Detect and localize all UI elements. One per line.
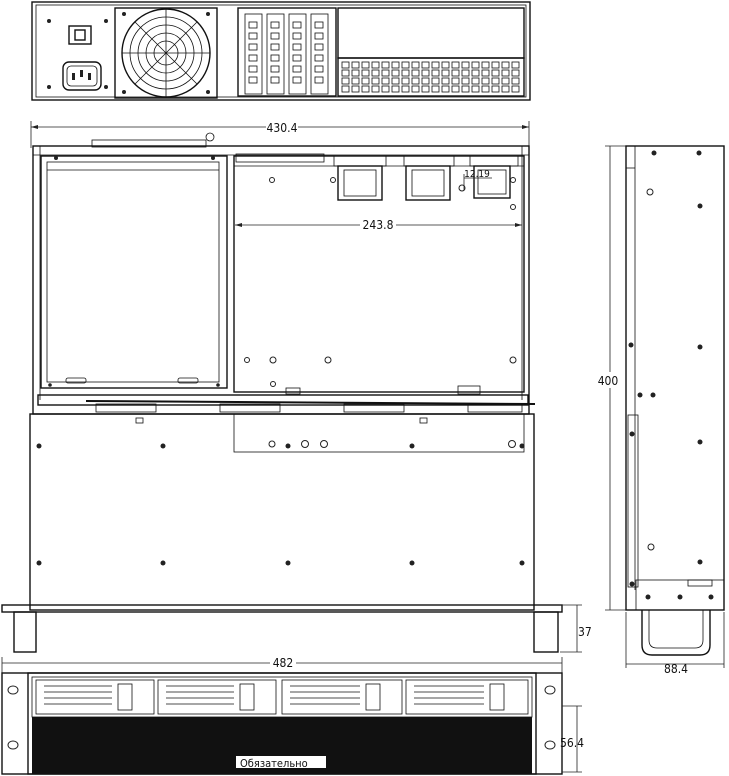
dim-board-width: 243.8 (363, 218, 394, 232)
io-panel (337, 7, 525, 97)
front-view: 482 Обязательно (1, 656, 584, 775)
dim-side-width: 88.4 (664, 662, 688, 676)
expansion-slots (237, 7, 337, 97)
front-panel-label: Обязательно (240, 757, 308, 770)
side-view: 400 88.4 (595, 145, 725, 676)
dim-front-height: 56.4 (560, 736, 584, 750)
rear-view (31, 1, 531, 101)
dim-rack-width: 482 (273, 656, 294, 670)
top-view: 430.4 (1, 121, 592, 653)
dim-handle-height: 37 (578, 625, 592, 639)
power-switch-icon (68, 25, 92, 45)
dim-depth: 400 (598, 374, 619, 388)
dim-overall-width: 430.4 (267, 121, 298, 135)
dim-small-offset: 12.19 (464, 169, 490, 180)
power-socket-icon (62, 61, 102, 91)
fan-icon (114, 7, 218, 99)
